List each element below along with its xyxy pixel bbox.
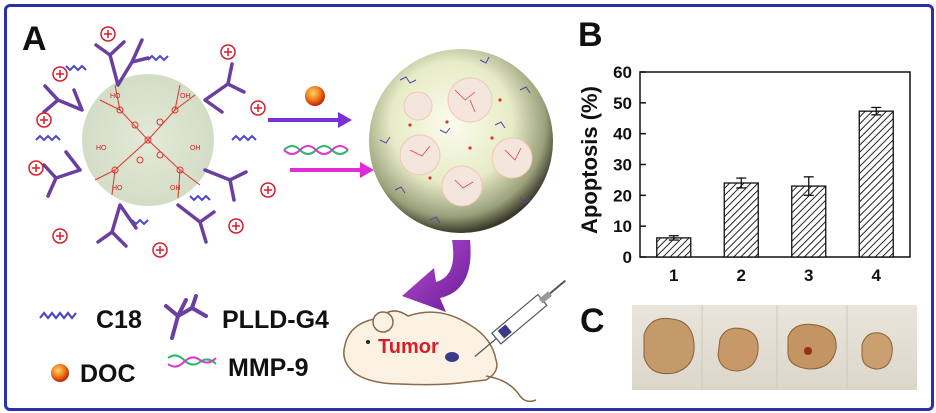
panel-b-label: B — [578, 16, 603, 54]
mouse-illustration — [343, 279, 566, 403]
panel-c-label: C — [580, 302, 605, 340]
positive-charges — [28, 26, 276, 258]
tumor-sample-1 — [643, 317, 695, 375]
legend-plld-label: PLLD-G4 — [222, 306, 329, 334]
y-tick-label: 50 — [613, 94, 632, 113]
x-tick-label: 4 — [872, 266, 882, 285]
x-tick-label: 3 — [804, 266, 813, 285]
legend-c18-label: C18 — [96, 306, 142, 334]
bar — [858, 110, 894, 258]
panel-a-label: A — [22, 20, 47, 58]
svg-text:OH: OH — [180, 93, 191, 100]
loading-arrows — [268, 86, 374, 178]
mouse-tumor-label: Tumor — [378, 336, 439, 358]
svg-text:HO: HO — [96, 145, 107, 152]
tumor-sample-2 — [717, 327, 759, 372]
y-tick-label: 0 — [623, 248, 632, 267]
tumor-sample-3 — [787, 323, 837, 370]
delivery-arrow — [402, 240, 471, 312]
y-tick-label: 30 — [613, 156, 632, 175]
svg-text:OH: OH — [190, 145, 201, 152]
bar — [723, 182, 759, 258]
tumor-photo-contents — [643, 305, 893, 390]
bar — [656, 237, 692, 258]
legend-mmp-label: MMP-9 — [228, 354, 309, 382]
chart-ylabel: Apoptosis (%) — [577, 86, 602, 234]
tumor-sample-4 — [861, 332, 893, 370]
x-tick-label: 1 — [669, 266, 678, 285]
plld-dendrons — [42, 38, 248, 248]
svg-text:OH: OH — [170, 185, 181, 192]
nanocomplex-sphere — [369, 49, 553, 233]
y-tick-label: 10 — [613, 217, 632, 236]
dendrimer-core: HO OH HO OH HO OH — [82, 74, 214, 206]
legend-doc-label: DOC — [80, 360, 136, 388]
svg-text:HO: HO — [112, 185, 123, 192]
y-tick-label: 60 — [613, 63, 632, 82]
y-tick-label: 40 — [613, 125, 632, 144]
y-tick-label: 20 — [613, 186, 632, 205]
tumor-photo — [632, 305, 917, 390]
bar — [791, 185, 827, 258]
c18-chains — [35, 54, 257, 226]
x-tick-label: 2 — [737, 266, 746, 285]
svg-text:HO: HO — [110, 93, 121, 100]
